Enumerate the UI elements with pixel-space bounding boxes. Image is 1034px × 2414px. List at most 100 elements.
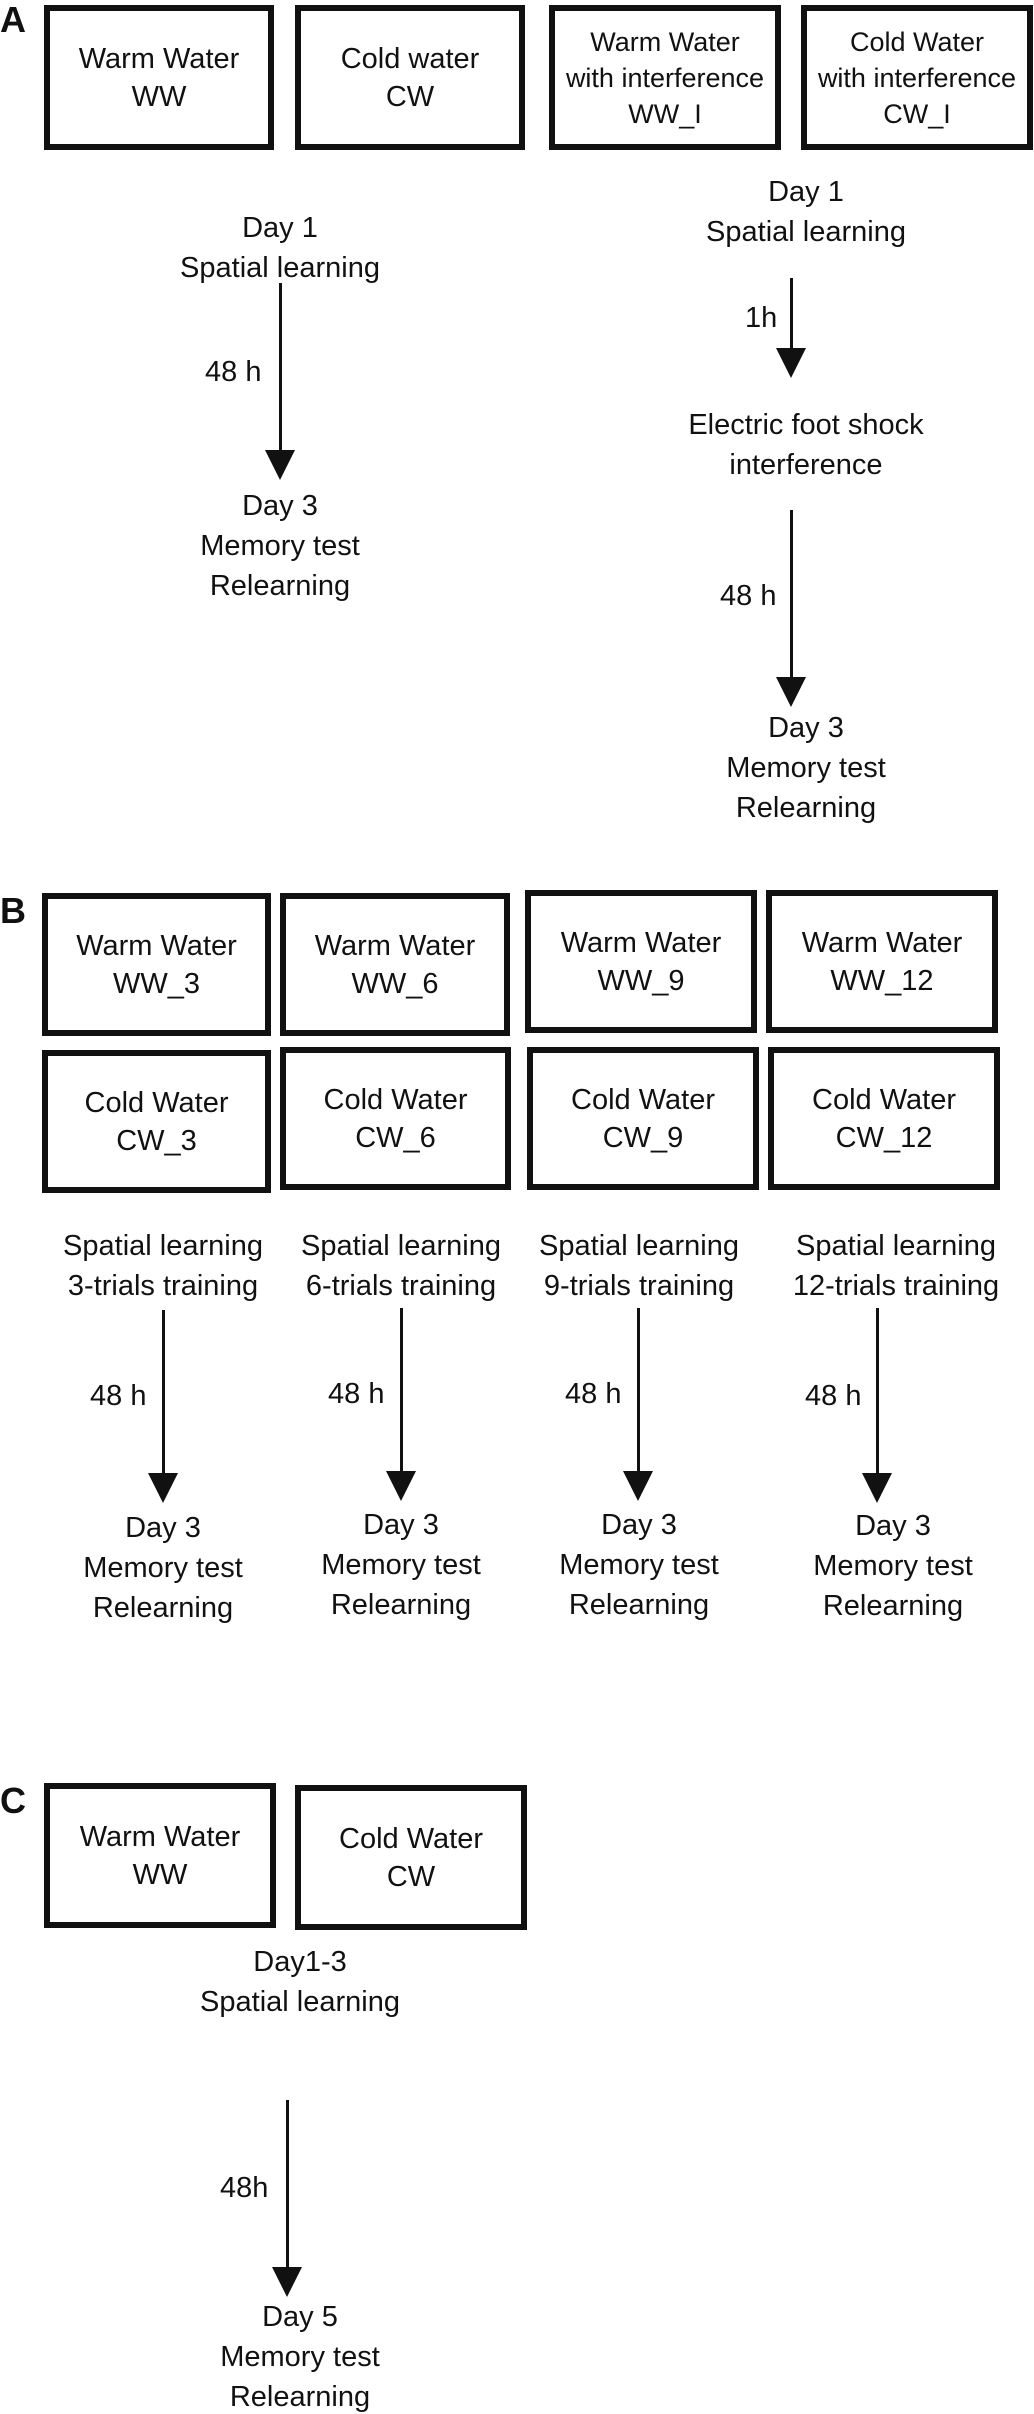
group-box-ww-9: Warm Water WW_9 (525, 890, 757, 1033)
panel-a-label: A (0, 0, 26, 40)
step-activity: 9-trials training (543, 1270, 735, 1302)
arrow-6 (386, 1308, 416, 1501)
group-box-code: WW_3 (113, 967, 200, 1000)
end-step-6: Day 3 Memory test Relearning (276, 1505, 526, 1625)
group-box-title: Warm Water (79, 1820, 241, 1853)
step-day: Day1-3 (253, 1946, 347, 1978)
group-box-cw-i: Cold Water with interference CW_I (801, 5, 1033, 150)
panel-c-start-step: Day1-3 Spatial learning (150, 1942, 450, 2022)
group-box-cw-6: Cold Water CW_6 (280, 1047, 511, 1190)
group-box-subtitle: with interference (565, 62, 765, 93)
step-activity: 12-trials training (792, 1270, 1000, 1302)
group-box-code: WW_6 (351, 967, 439, 1000)
step-activity: Spatial learning (180, 252, 380, 284)
group-box-cw-3: Cold Water CW_3 (42, 1050, 271, 1193)
step-day: Day 3 (855, 1510, 931, 1542)
group-box-code: CW_12 (835, 1121, 933, 1154)
step-day: Day 5 (262, 2301, 338, 2333)
training-step-6: Spatial learning 6-trials training (276, 1226, 526, 1306)
step-activity: Relearning (209, 570, 351, 602)
end-step-3: Day 3 Memory test Relearning (38, 1508, 288, 1628)
step-activity: Memory test (83, 1552, 243, 1584)
group-box-cw-9: Cold Water CW_9 (527, 1047, 759, 1190)
group-box-title: Warm Water (560, 926, 722, 959)
panel-a-left-arrow (265, 283, 295, 480)
panel-a-right-delay1-label: 1h (745, 302, 778, 334)
end-step-9: Day 3 Memory test Relearning (514, 1505, 764, 1625)
group-box-cw-12: Cold Water CW_12 (768, 1047, 1000, 1190)
group-box-title: Cold Water (571, 1083, 715, 1116)
group-box-ww-6: Warm Water WW_6 (280, 893, 510, 1036)
step-day: Day 3 (601, 1509, 677, 1541)
step-activity: Spatial learning (796, 1230, 996, 1262)
group-box-code: CW_3 (116, 1124, 197, 1157)
arrow-9 (623, 1308, 653, 1501)
step-activity: Relearning (735, 792, 877, 824)
group-box-title: Cold Water (84, 1086, 229, 1119)
group-box-code: CW_I (883, 98, 951, 129)
group-box-code: CW_6 (355, 1121, 436, 1154)
group-box-cw: Cold water CW (295, 5, 525, 150)
end-step-12: Day 3 Memory test Relearning (768, 1506, 1018, 1626)
group-box-ww-12: Warm Water WW_12 (766, 890, 998, 1033)
group-box-code: CW (385, 80, 435, 113)
step-activity: Memory test (200, 530, 360, 562)
step-activity: Memory test (813, 1550, 973, 1582)
step-activity: Relearning (92, 1592, 234, 1624)
group-box-title: Warm Water (314, 929, 476, 962)
arrow-12 (862, 1308, 892, 1503)
panel-c-arrow (272, 2100, 302, 2297)
panel-c-delay-label: 48h (220, 2172, 269, 2204)
panel-a-left-start-step: Day 1 Spatial learning (130, 208, 430, 288)
group-box-code: CW (386, 1860, 436, 1893)
step-activity: Spatial learning (539, 1230, 739, 1262)
group-box-title: Warm Water (76, 929, 237, 962)
step-day: Day 3 (363, 1509, 439, 1541)
group-box-code: CW_9 (602, 1121, 684, 1154)
group-box-code: WW (132, 1858, 188, 1891)
group-box-code: WW_I (628, 98, 702, 129)
step-activity: Spatial learning (301, 1230, 501, 1262)
step-day: Day 3 (242, 490, 318, 522)
panel-a-left-delay-label: 48 h (205, 356, 262, 388)
panel-c-end-step: Day 5 Memory test Relearning (150, 2297, 450, 2414)
group-box-code: WW_12 (830, 964, 934, 997)
step-activity: Memory test (220, 2341, 380, 2373)
panel-a-right-end-step: Day 3 Memory test Relearning (656, 708, 956, 828)
step-activity: 3-trials training (67, 1270, 259, 1302)
group-box-title: Warm Water (801, 926, 963, 959)
group-box-code: WW_9 (597, 964, 685, 997)
panel-a-right-arrow-2 (776, 510, 806, 707)
panel-a-left-end-step: Day 3 Memory test Relearning (130, 486, 430, 606)
group-box-title: Cold Water (323, 1083, 468, 1116)
delay-label-3: 48 h (90, 1380, 147, 1412)
group-box-c-ww: Warm Water WW (44, 1783, 276, 1928)
step-day: Day 3 (125, 1512, 201, 1544)
step-activity: Memory test (559, 1549, 719, 1581)
step-activity: 6-trials training (305, 1270, 497, 1302)
group-box-title: Cold water (340, 42, 480, 75)
panel-a-right-arrow-1 (776, 278, 806, 378)
step-activity: Memory test (726, 752, 886, 784)
group-box-title: Warm Water (78, 42, 240, 75)
group-box-ww-i: Warm Water with interference WW_I (549, 5, 781, 150)
panel-a-interference-step: Electric foot shock interference (656, 405, 956, 485)
step-activity: Spatial learning (200, 1986, 400, 2018)
panel-a-right-start-step: Day 1 Spatial learning (656, 172, 956, 252)
step-activity: Relearning (229, 2381, 371, 2413)
group-box-title: Warm Water (590, 26, 740, 57)
interference-line: Electric foot shock (688, 409, 924, 441)
group-box-title: Cold Water (849, 26, 985, 57)
group-box-ww: Warm Water WW (44, 5, 274, 150)
training-step-9: Spatial learning 9-trials training (514, 1226, 764, 1306)
group-box-subtitle: with interference (817, 62, 1017, 93)
step-activity: Relearning (330, 1589, 472, 1621)
panel-a-right-delay2-label: 48 h (720, 580, 777, 612)
step-activity: Spatial learning (63, 1230, 263, 1262)
group-box-ww-3: Warm Water WW_3 (42, 893, 271, 1036)
step-activity: Relearning (568, 1589, 710, 1621)
group-box-title: Cold Water (812, 1083, 956, 1116)
group-box-code: WW (131, 80, 187, 113)
step-day: Day 3 (768, 712, 844, 744)
